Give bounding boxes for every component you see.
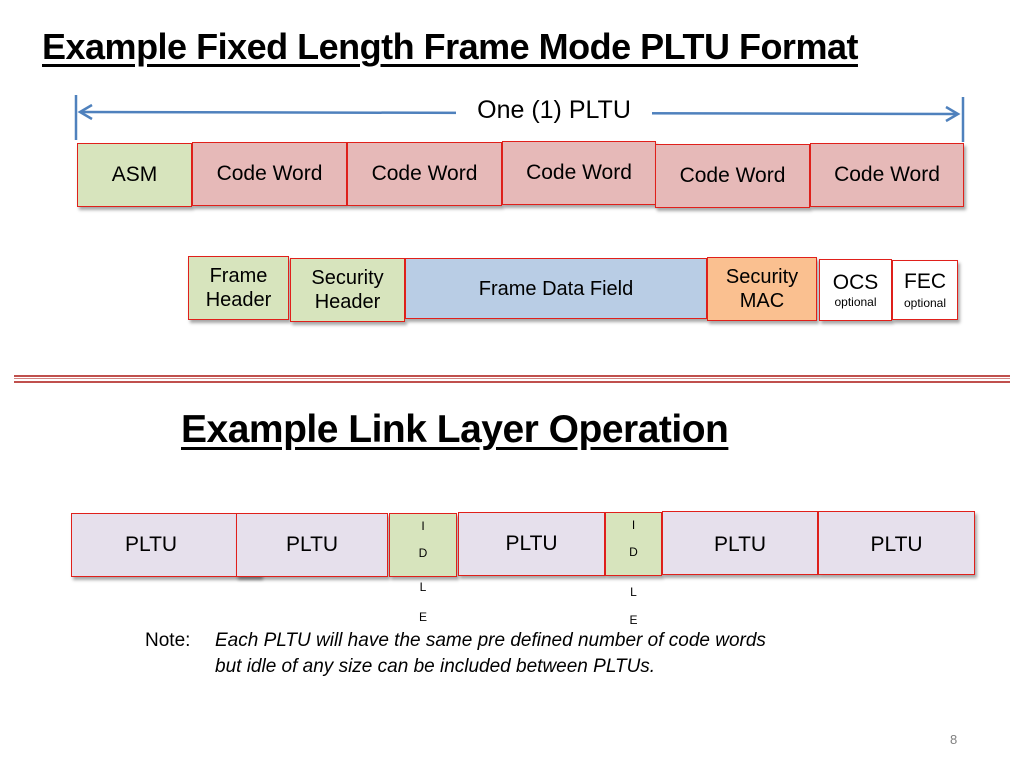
idle-letter: I	[631, 518, 636, 532]
code-word-label: Code Word	[679, 164, 786, 188]
pltu-block: PLTU	[458, 512, 605, 576]
section-divider	[14, 381, 1010, 383]
pltu-label: PLTU	[285, 533, 339, 557]
code-word-block: Code Word	[192, 142, 347, 206]
fec-optional-note: optional	[903, 296, 947, 311]
idle-overflow: L E	[389, 572, 457, 632]
code-word-block: Code Word	[810, 143, 964, 207]
security-header-block: Security Header	[290, 258, 405, 322]
note-line2: but idle of any size can be included bet…	[215, 656, 656, 677]
frame-data-field-block: Frame Data Field	[405, 258, 707, 319]
pltu-label: PLTU	[713, 533, 767, 556]
pltu-label: PLTU	[505, 532, 558, 556]
code-word-label: Code Word	[526, 161, 632, 185]
idle-block: I D	[389, 513, 457, 577]
code-word-block: Code Word	[347, 142, 502, 206]
frame-header-line2: Header	[205, 289, 272, 311]
pltu-label: PLTU	[124, 533, 178, 557]
security-header-line2: Header	[314, 291, 381, 313]
section-title: Example Link Layer Operation	[181, 408, 729, 451]
pltu-span-label: One (1) PLTU	[456, 96, 652, 125]
code-word-label: Code Word	[371, 162, 478, 186]
pltu-span-arrow	[74, 95, 965, 142]
ocs-optional-note: optional	[834, 295, 877, 310]
idle-overflow: L E	[605, 577, 662, 633]
pltu-block: PLTU	[71, 513, 261, 577]
security-mac-block: Security MAC	[707, 257, 817, 321]
idle-letter: E	[629, 613, 638, 627]
code-word-label: Code Word	[216, 162, 323, 186]
security-mac-line2: MAC	[739, 290, 785, 312]
slide-title: Example Fixed Length Frame Mode PLTU For…	[42, 26, 858, 67]
ocs-label: OCS	[832, 271, 879, 295]
section-divider	[14, 378, 1010, 379]
pltu-block: PLTU	[662, 511, 818, 575]
idle-letter: D	[629, 545, 638, 559]
fec-label: FEC	[904, 270, 946, 294]
code-word-block: Code Word	[502, 141, 656, 205]
note-line1: Each PLTU will have the same pre defined…	[215, 630, 766, 651]
idle-letter: I	[421, 519, 425, 533]
note: Note: Each PLTU will have the same pre de…	[145, 625, 766, 656]
code-word-label: Code Word	[834, 163, 940, 187]
section-divider	[14, 375, 1010, 377]
idle-letter: E	[418, 610, 427, 624]
security-header-line1: Security	[311, 267, 384, 289]
idle-letter: L	[419, 580, 427, 594]
idle-letter: L	[630, 585, 637, 599]
idle-letter: D	[418, 546, 428, 560]
frame-header-line1: Frame	[209, 265, 268, 287]
note-label: Note:	[145, 630, 191, 651]
fec-block: FEC optional	[892, 260, 958, 320]
pltu-label: PLTU	[870, 533, 923, 556]
code-word-block: Code Word	[655, 144, 810, 208]
idle-block: I D	[605, 512, 662, 576]
frame-data-field-label: Frame Data Field	[478, 277, 634, 300]
ocs-block: OCS optional	[819, 259, 892, 321]
security-mac-line1: Security	[725, 266, 799, 288]
asm-label: ASM	[111, 163, 158, 187]
pltu-block: PLTU	[818, 511, 975, 575]
asm-block: ASM	[77, 143, 192, 207]
pltu-block: PLTU	[236, 513, 388, 577]
page-number: 8	[950, 732, 958, 747]
frame-header-block: Frame Header	[188, 256, 289, 320]
